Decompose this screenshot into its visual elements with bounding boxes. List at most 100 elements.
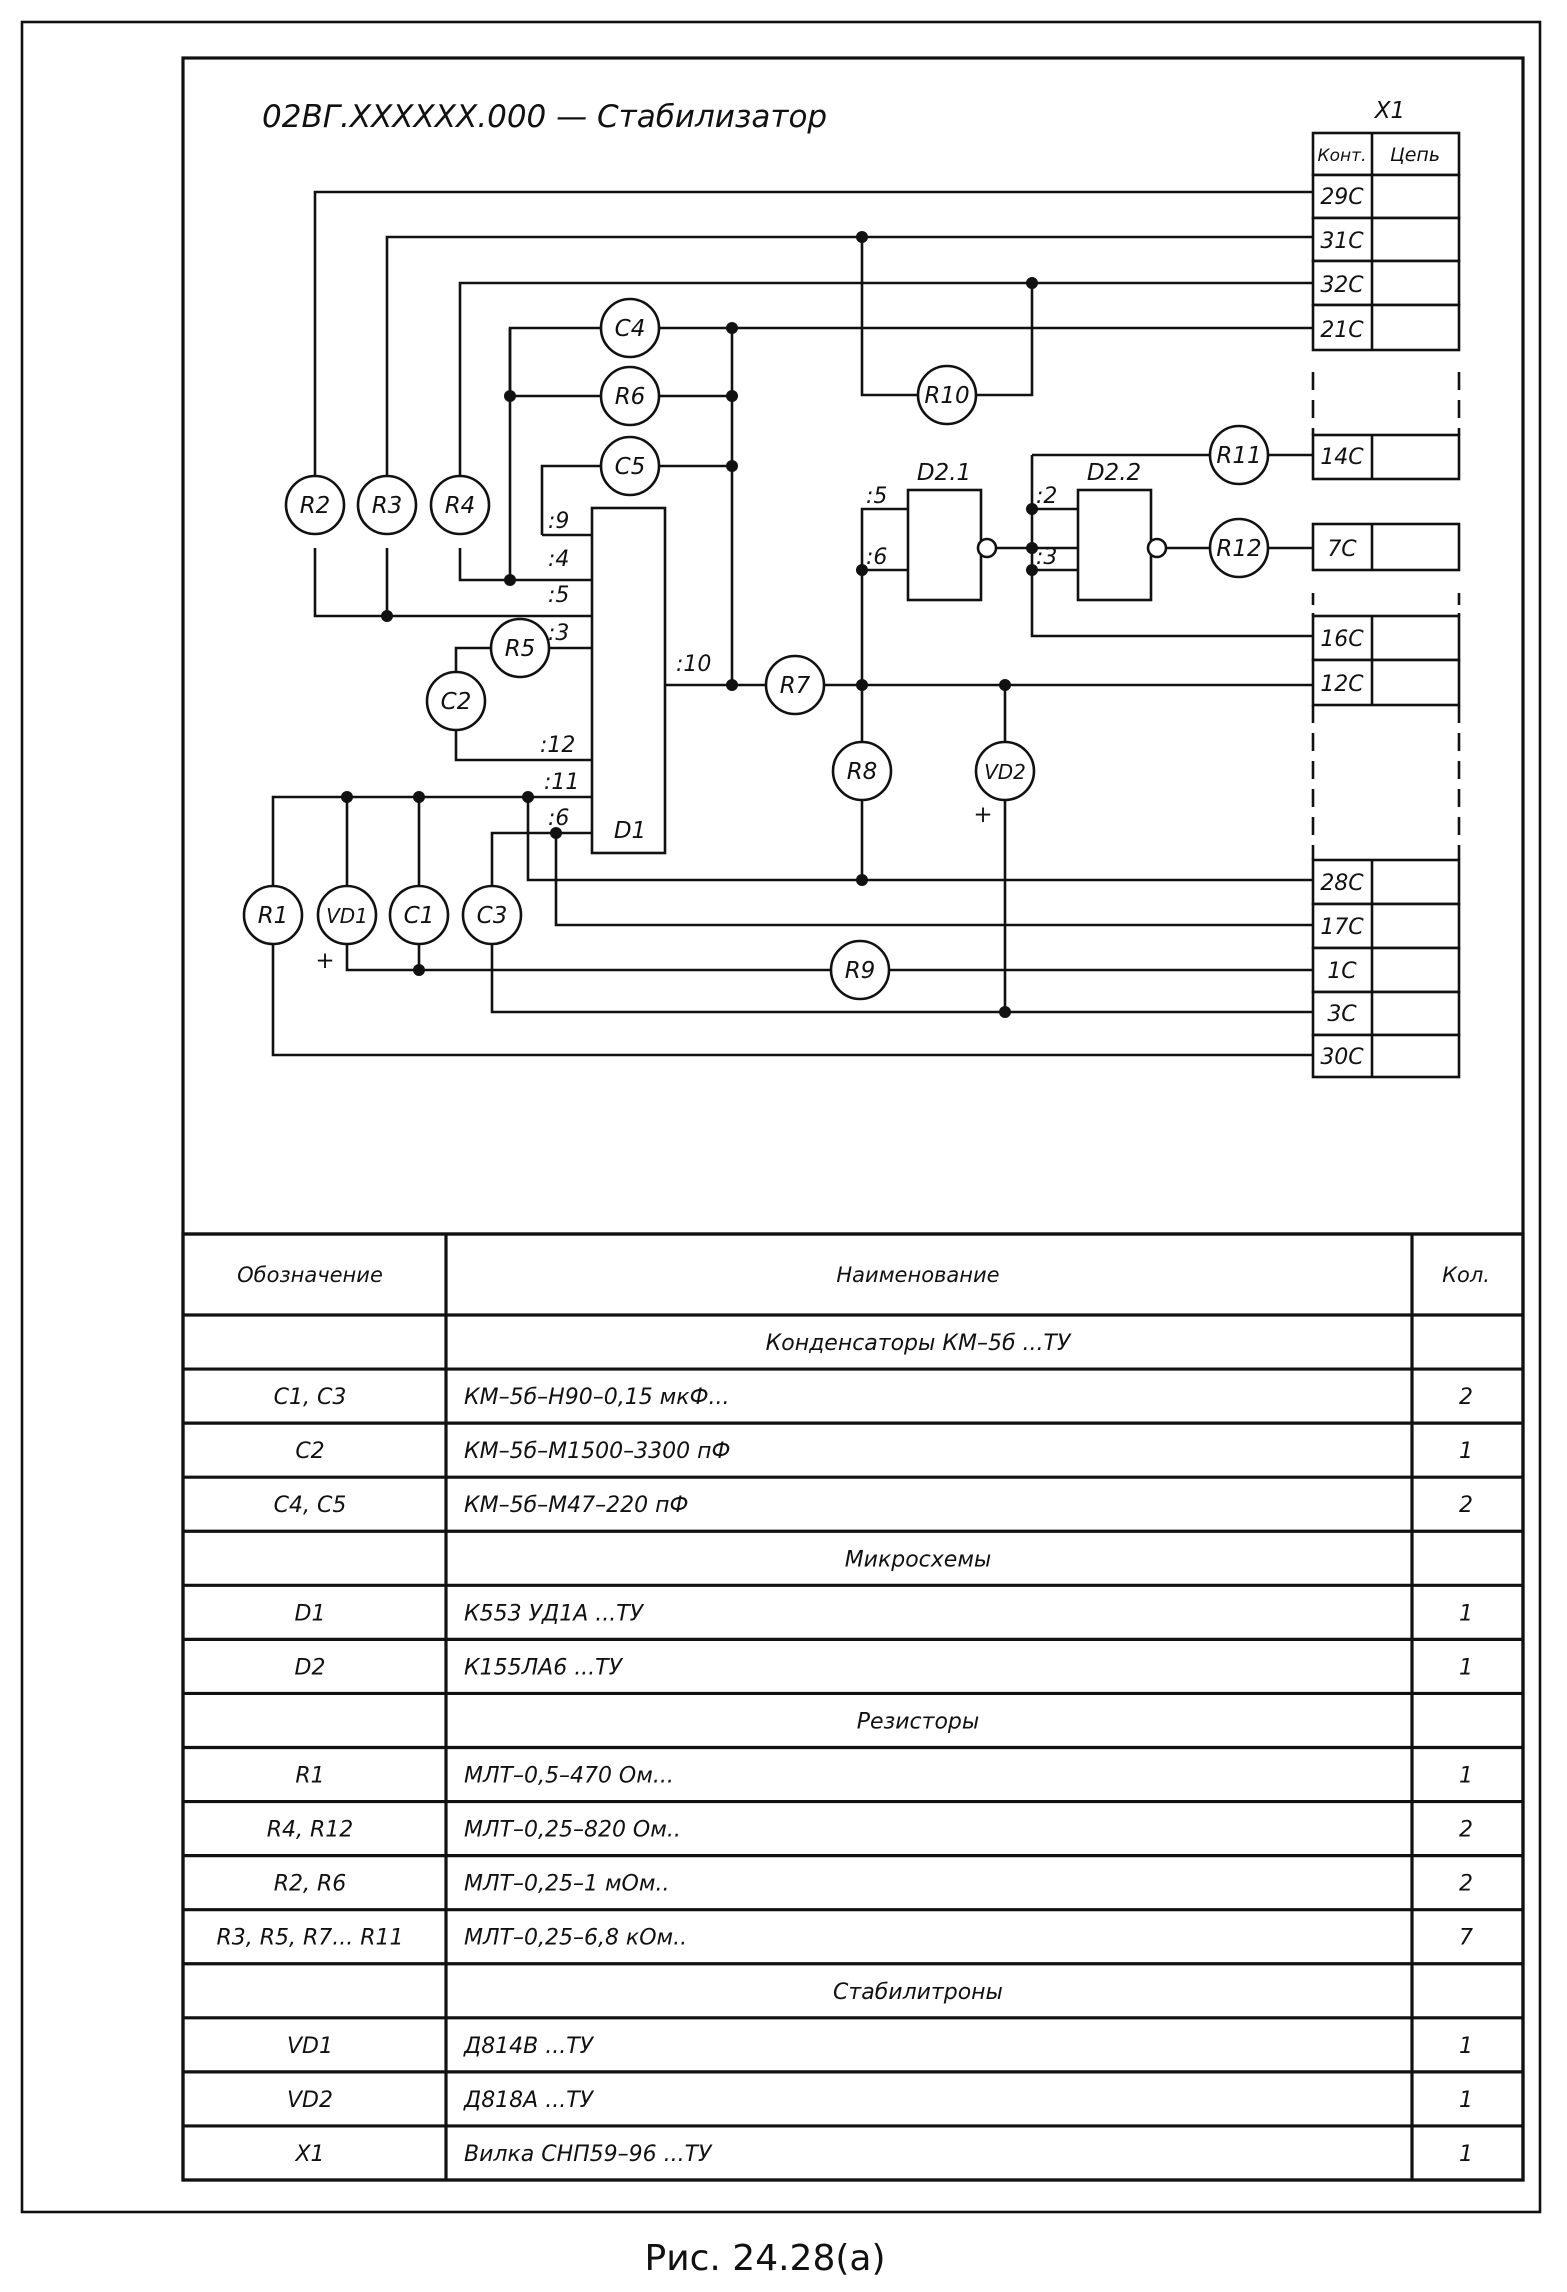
component-R3: R3 <box>356 474 418 536</box>
component-R10: R10 <box>916 364 978 426</box>
table-cell-designation: X1 <box>294 2142 324 2167</box>
component-R7: R7 <box>764 654 826 716</box>
table-section-title: Конденсаторы КМ–5б ...ТУ <box>766 1331 1072 1356</box>
label-R10: R10 <box>924 383 969 409</box>
component-R1: R1 <box>242 884 304 946</box>
contact-14C: 14С <box>1320 445 1364 470</box>
chip-D2-1: D2.1 :5 :6 <box>866 460 998 602</box>
label-R6: R6 <box>615 384 646 410</box>
figure-caption: Рис. 24.28(а) <box>645 2238 886 2279</box>
table-cell-designation: D1 <box>295 1601 326 1626</box>
contact-30C: 30С <box>1320 1045 1364 1070</box>
parts-table: Обозначение Наименование Кол. Конденсато… <box>181 1232 1525 2182</box>
pin-d1-6: :6 <box>548 806 569 831</box>
contact-1C: 1С <box>1327 959 1357 984</box>
table-cell-qty: 1 <box>1459 2034 1473 2059</box>
table-section-title: Резисторы <box>857 1709 980 1734</box>
label-R9: R9 <box>845 958 876 984</box>
pin-d1-9: :9 <box>548 509 569 534</box>
pin-d21-6: :6 <box>866 545 887 570</box>
pin-d22-3: :3 <box>1036 545 1057 570</box>
label-R3: R3 <box>372 493 403 519</box>
table-cell-name: К553 УД1А ...ТУ <box>464 1601 645 1626</box>
table-header-qty: Кол. <box>1442 1263 1490 1287</box>
pin-d1-3: :3 <box>548 621 569 646</box>
component-R12: R12 <box>1208 517 1270 579</box>
component-C1: C1 <box>388 884 450 946</box>
connector-X1: X1 Конт. Цепь 29С 31С 32С 21С 14С 7С 16С… <box>1311 98 1461 1079</box>
table-cell-designation: С1, С3 <box>274 1385 347 1410</box>
drawing-title: 02ВГ.XXXXXX.000 — Стабилизатор <box>262 99 827 135</box>
table-header-name: Наименование <box>836 1263 999 1287</box>
table-cell-designation: VD2 <box>287 2088 333 2113</box>
label-C1: C1 <box>404 903 435 929</box>
contact-32C: 32С <box>1320 273 1364 298</box>
label-D1: D1 <box>614 818 646 844</box>
table-cell-qty: 1 <box>1459 1764 1473 1789</box>
table-cell-designation: R4, R12 <box>267 1818 354 1843</box>
label-R4: R4 <box>445 493 476 519</box>
table-cell-qty: 1 <box>1459 1439 1473 1464</box>
component-R4: R4 <box>429 474 491 536</box>
contact-29C: 29С <box>1320 185 1364 210</box>
table-cell-qty: 2 <box>1459 1818 1473 1843</box>
table-section-title: Микросхемы <box>845 1547 992 1572</box>
pin-d22-2: :2 <box>1036 484 1057 509</box>
label-C4: C4 <box>615 316 646 342</box>
label-R5: R5 <box>505 636 536 662</box>
label-R2: R2 <box>300 493 331 519</box>
outer-frame <box>20 20 1542 2214</box>
table-cell-designation: R1 <box>295 1764 324 1789</box>
chip-D2-2: D2.2 :2 :3 <box>1036 460 1168 602</box>
connector-header-contact: Конт. <box>1318 146 1367 166</box>
table-cell-name: КМ–5б–Н90–0,15 мкФ... <box>464 1385 729 1410</box>
table-cell-qty: 1 <box>1459 1601 1473 1626</box>
table-cell-name: Д814В ...ТУ <box>463 2034 595 2059</box>
label-R1: R1 <box>258 903 289 929</box>
component-R2: R2 <box>284 474 346 536</box>
label-C3: C3 <box>477 903 508 929</box>
contact-16C: 16С <box>1320 627 1364 652</box>
chip-D1: D1 :9 :4 :5 :3 :12 :11 :6 :10 <box>540 506 711 855</box>
label-D2-2: D2.2 <box>1087 460 1141 486</box>
table-cell-designation: R2, R6 <box>274 1872 347 1897</box>
label-VD1: VD1 <box>326 904 368 928</box>
wires <box>271 190 1313 1057</box>
table-cell-qty: 1 <box>1459 2088 1473 2113</box>
component-VD2: VD2 <box>974 740 1036 802</box>
label-R12: R12 <box>1216 536 1261 562</box>
contact-31C: 31С <box>1320 229 1364 254</box>
component-R8: R8 <box>831 740 893 802</box>
junction-dots <box>341 231 1038 1018</box>
plus-VD2: + <box>973 802 992 828</box>
connector-name: X1 <box>1374 98 1405 124</box>
table-cell-qty: 2 <box>1459 1493 1473 1518</box>
contact-28C: 28С <box>1320 871 1364 896</box>
table-section-title: Стабилитроны <box>833 1980 1003 2005</box>
pin-d1-11: :11 <box>544 770 579 795</box>
table-cell-name: КМ–5б–М47–220 пФ <box>464 1493 688 1518</box>
label-R11: R11 <box>1216 443 1261 469</box>
component-C4: C4 <box>599 297 661 359</box>
table-cell-name: К155ЛА6 ...ТУ <box>464 1655 624 1680</box>
label-C2: C2 <box>441 689 472 715</box>
connector-header-circuit: Цепь <box>1390 144 1440 166</box>
contact-17C: 17С <box>1320 915 1364 940</box>
table-cell-qty: 7 <box>1459 1926 1473 1951</box>
component-R5: R5 <box>489 617 551 679</box>
component-C3: C3 <box>461 884 523 946</box>
table-cell-name: МЛТ–0,25–820 Ом.. <box>464 1818 681 1843</box>
label-R7: R7 <box>780 673 811 699</box>
table-cell-qty: 1 <box>1459 1655 1473 1680</box>
contact-21C: 21С <box>1320 318 1364 343</box>
label-VD2: VD2 <box>984 760 1026 784</box>
label-D2-1: D2.1 <box>917 460 971 486</box>
label-C5: C5 <box>615 454 646 480</box>
table-header-designation: Обозначение <box>237 1263 383 1287</box>
pin-d1-4: :4 <box>548 547 569 572</box>
table-cell-qty: 2 <box>1459 1872 1473 1897</box>
table-cell-name: Д818А ...ТУ <box>463 2088 595 2113</box>
table-cell-designation: С4, С5 <box>274 1493 347 1518</box>
component-R11: R11 <box>1208 424 1270 486</box>
